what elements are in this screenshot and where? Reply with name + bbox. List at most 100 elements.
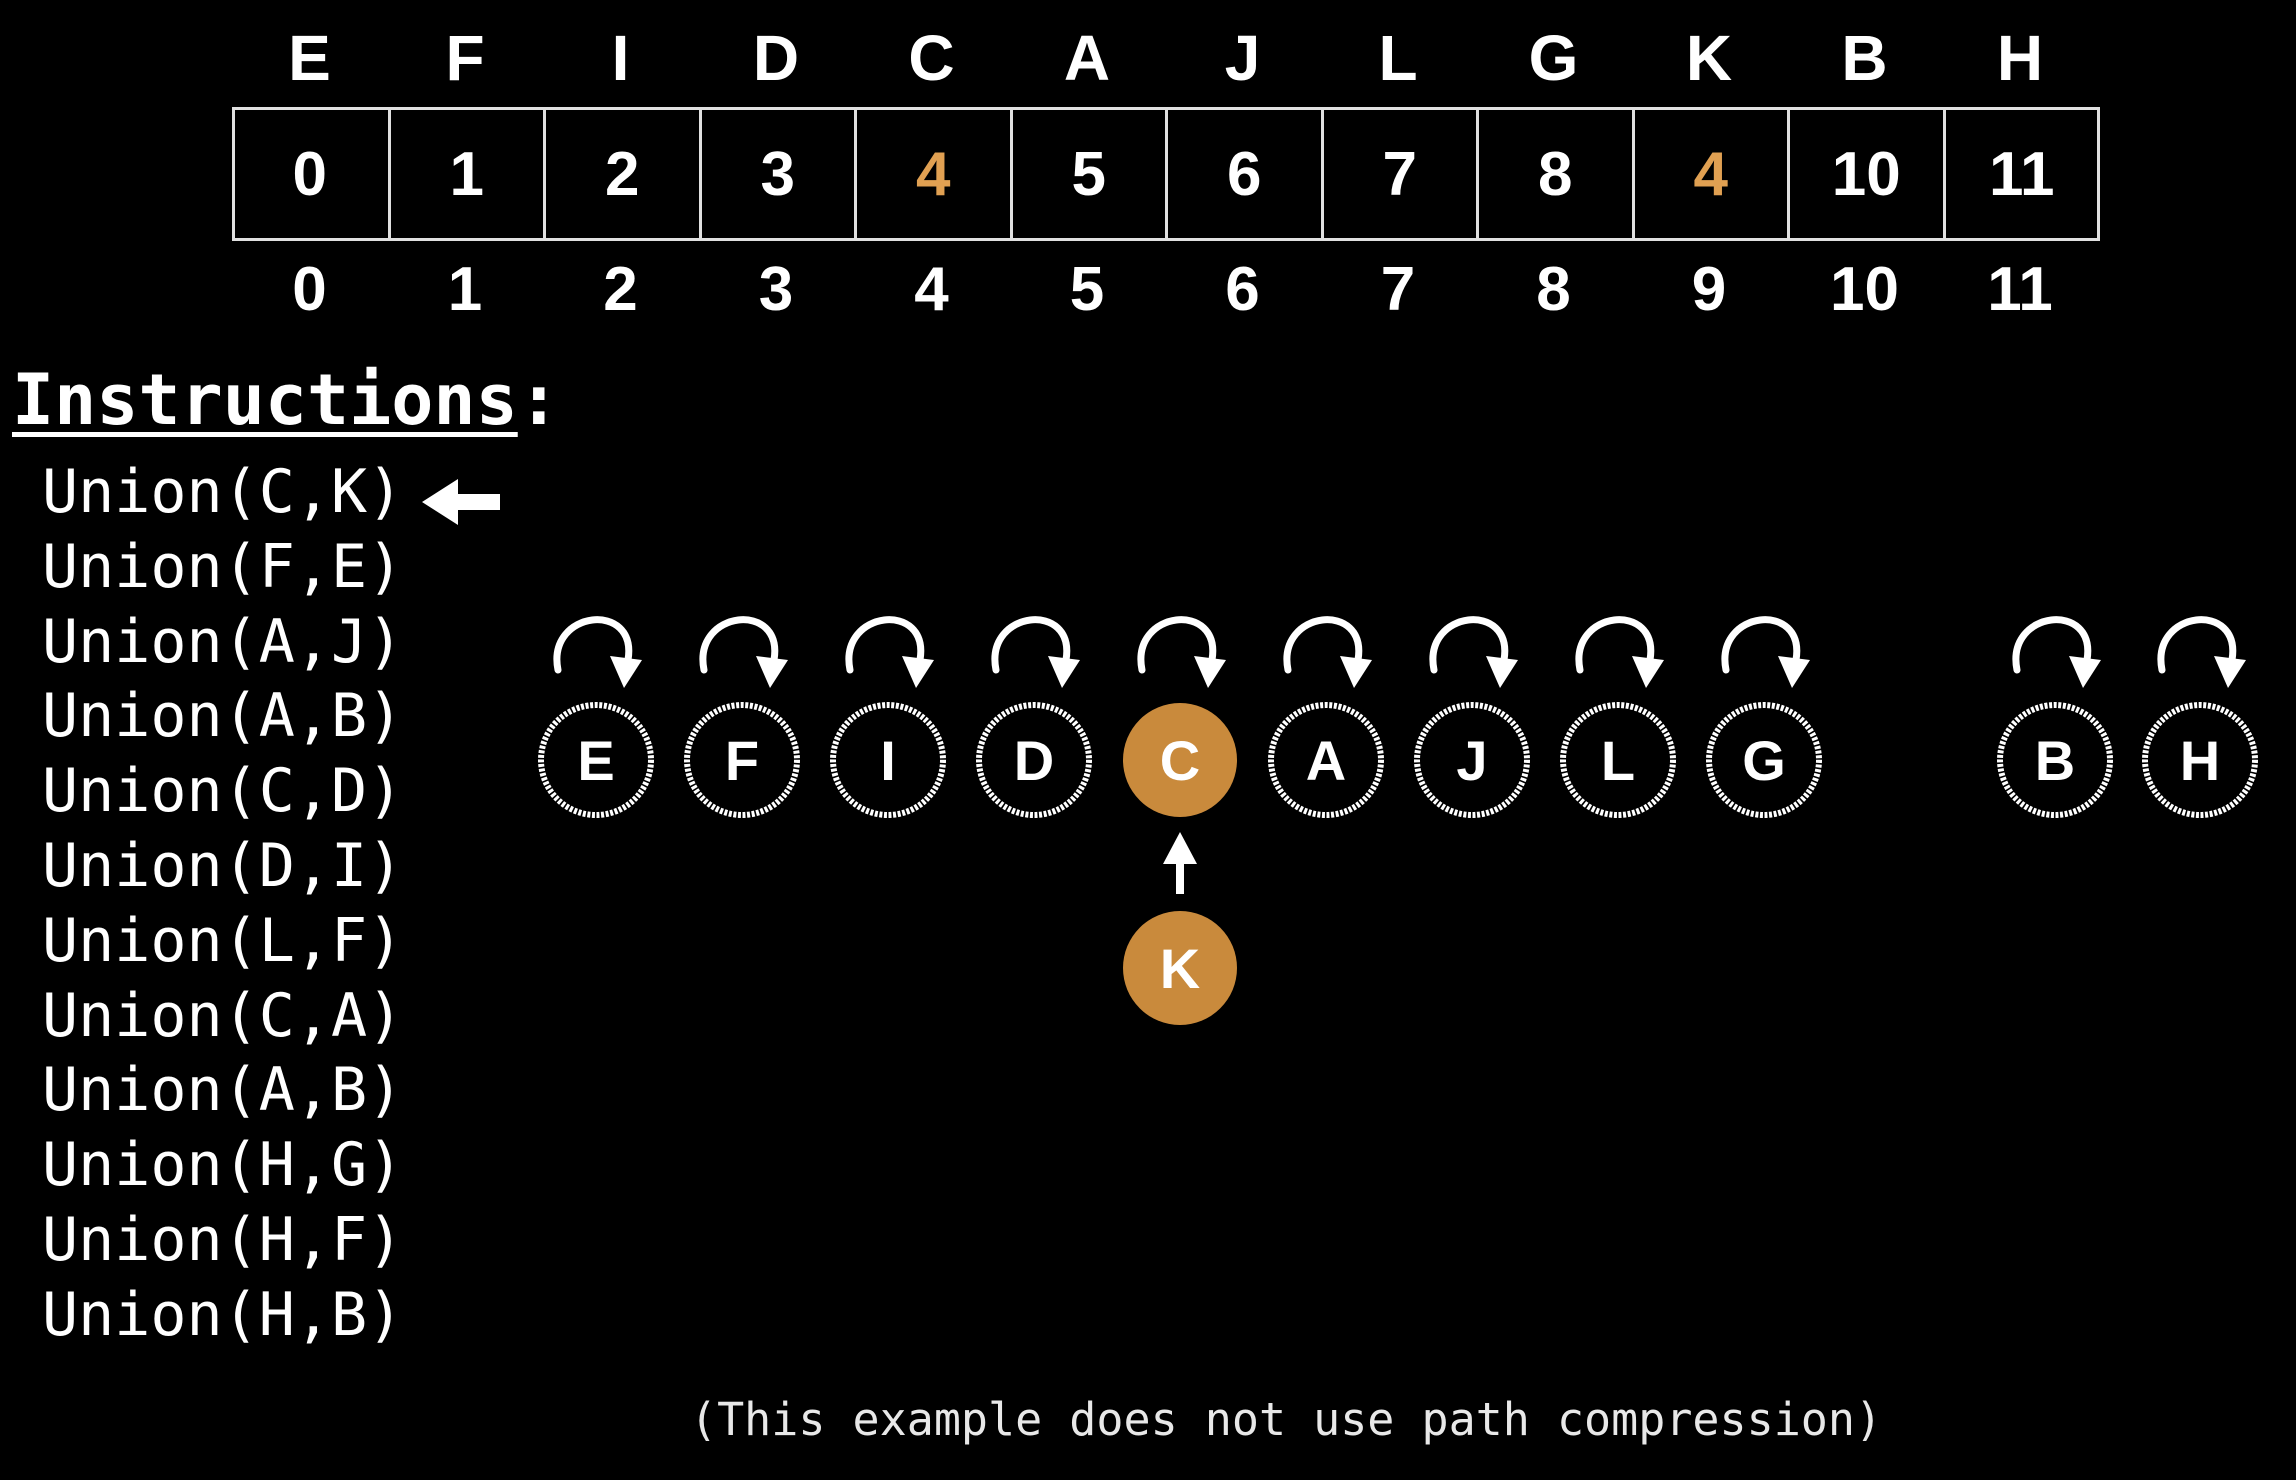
- up-arrowhead-icon: [1163, 832, 1197, 864]
- node-I: I: [830, 616, 946, 818]
- self-loop-arrow-icon: [699, 616, 779, 674]
- array-letter-J: J: [1224, 22, 1261, 94]
- self-loop-arrowhead-icon: [1048, 656, 1080, 688]
- array-index-11: 11: [1987, 255, 2053, 324]
- node-H: H: [2142, 616, 2258, 818]
- node-G: G: [1706, 616, 1822, 818]
- self-loop-arrowhead-icon: [2069, 656, 2101, 688]
- instruction-item: Union(H,G): [42, 1130, 404, 1201]
- instruction-item: Union(A,B): [42, 681, 404, 752]
- node-circle: [538, 702, 654, 818]
- array-letter-D: D: [752, 22, 800, 94]
- node-label: E: [577, 729, 614, 792]
- self-loop-arrow-icon: [1721, 616, 1801, 674]
- instruction-item: Union(C,K): [42, 457, 404, 527]
- instruction-item: Union(F,E): [42, 531, 404, 602]
- array-cell-8: 8: [1476, 107, 1632, 241]
- array-index-9: 9: [1691, 255, 1727, 324]
- self-loop-arrowhead-icon: [610, 656, 642, 688]
- node-D: D: [976, 616, 1092, 818]
- left-arrow-icon: [422, 479, 500, 525]
- self-loop-arrow-icon: [2157, 616, 2237, 674]
- self-loop-arrowhead-icon: [1194, 656, 1226, 688]
- node-label: L: [1601, 729, 1635, 792]
- node-C: C: [1123, 616, 1237, 817]
- array-letter-B: B: [1841, 22, 1888, 94]
- array-index-3: 3: [758, 255, 794, 324]
- node-label: G: [1742, 729, 1786, 792]
- array-cell-3: 3: [698, 107, 855, 241]
- array-index-5: 5: [1069, 255, 1105, 324]
- array-cell-9: 4: [1631, 107, 1788, 241]
- node-K: K: [1123, 832, 1237, 1025]
- self-loop-arrowhead-icon: [1632, 656, 1664, 688]
- array-cell-0: 0: [292, 139, 327, 209]
- node-circle: [1268, 702, 1384, 818]
- node-label: F: [725, 729, 759, 792]
- node-label: H: [2180, 729, 2220, 792]
- node-label: I: [880, 729, 896, 792]
- self-loop-arrow-icon: [845, 616, 925, 674]
- node-B: B: [1997, 616, 2113, 818]
- node-label: C: [1160, 729, 1200, 792]
- array-index-7: 7: [1380, 255, 1416, 324]
- array-index-0: 0: [292, 255, 327, 324]
- instruction-item: Union(D,I): [42, 831, 404, 901]
- array-index-6: 6: [1225, 255, 1260, 324]
- instruction-item: Union(A,B): [42, 1055, 404, 1126]
- array-letter-A: A: [1063, 22, 1111, 94]
- array-cell-2: 2: [543, 107, 699, 241]
- node-F: F: [684, 616, 800, 818]
- array-index-2: 2: [603, 255, 638, 324]
- node-label: A: [1306, 729, 1346, 792]
- array-cell-1: 1: [387, 107, 544, 241]
- node-circle: [830, 702, 946, 818]
- array-letter-F: F: [445, 22, 485, 94]
- self-loop-arrowhead-icon: [1486, 656, 1518, 688]
- node-circle: [1123, 703, 1237, 817]
- node-label: D: [1014, 729, 1054, 792]
- array-letter-E: E: [288, 22, 331, 94]
- array-cell-7: 7: [1320, 107, 1477, 241]
- array-index-4: 4: [914, 255, 949, 324]
- self-loop-arrowhead-icon: [756, 656, 788, 688]
- array-cell-11: 11: [1942, 107, 2099, 241]
- array-cell-5: 5: [1009, 107, 1166, 241]
- node-circle: [976, 702, 1092, 818]
- self-loop-arrow-icon: [1429, 616, 1509, 674]
- node-E: E: [538, 616, 654, 818]
- node-circle: [1997, 702, 2113, 818]
- node-circle: [684, 702, 800, 818]
- node-circle: [1414, 702, 1530, 818]
- instruction-item: Union(C,A): [42, 980, 404, 1051]
- self-loop-arrowhead-icon: [1340, 656, 1372, 688]
- instruction-item: Union(C,D): [42, 756, 404, 827]
- node-label: K: [1160, 937, 1200, 1000]
- self-loop-arrowhead-icon: [1778, 656, 1810, 688]
- self-loop-arrow-icon: [2012, 616, 2092, 674]
- instruction-item: Union(H,B): [42, 1279, 404, 1350]
- array-index-8: 8: [1536, 255, 1571, 324]
- array-index-1: 1: [447, 255, 483, 324]
- self-loop-arrowhead-icon: [902, 656, 934, 688]
- array-letter-H: H: [1996, 22, 2044, 94]
- self-loop-arrowhead-icon: [2214, 656, 2246, 688]
- instructions-heading: Instructions:: [12, 359, 560, 441]
- node-circle: [1123, 911, 1237, 1025]
- self-loop-arrow-icon: [553, 616, 633, 674]
- array-letter-I: I: [611, 22, 630, 94]
- self-loop-arrow-icon: [1575, 616, 1655, 674]
- node-L: L: [1560, 616, 1676, 818]
- node-A: A: [1268, 616, 1384, 818]
- node-J: J: [1414, 616, 1530, 818]
- array-letter-G: G: [1528, 22, 1579, 94]
- node-circle: [1560, 702, 1676, 818]
- node-circle: [1706, 702, 1822, 818]
- array-cell-6: 6: [1165, 107, 1321, 241]
- instruction-item: Union(L,F): [42, 905, 404, 976]
- self-loop-arrow-icon: [1137, 616, 1217, 674]
- array-letter-K: K: [1685, 22, 1733, 94]
- array-index-10: 10: [1830, 255, 1899, 324]
- node-circle: [2142, 702, 2258, 818]
